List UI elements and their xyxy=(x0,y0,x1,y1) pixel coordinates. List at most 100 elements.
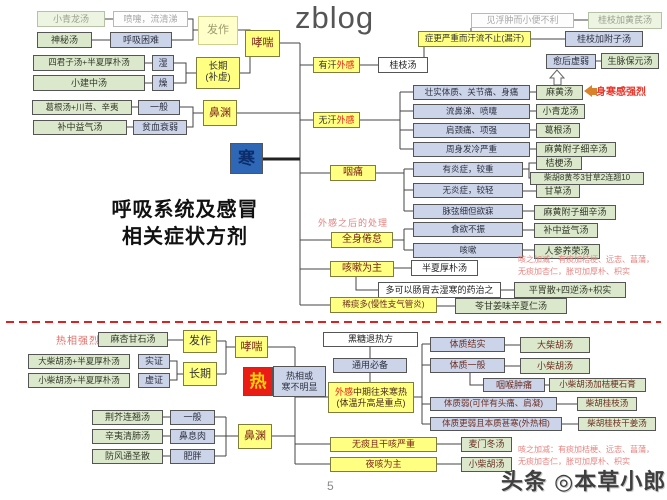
node-huxi-kunnan: 呼吸困难 xyxy=(110,32,172,48)
node-wu-yanzheng: 无炎症，较轻 xyxy=(413,183,523,198)
connector-42 xyxy=(523,162,536,170)
node-mahuang-fuzi-xixin-2: 麻黄附子细辛汤 xyxy=(534,205,616,220)
connector-7 xyxy=(174,73,187,84)
node-chaihu8-huangqin3: 柴胡8黄芩3甘草2连翘10 xyxy=(530,172,644,185)
node-liu-biti: 流鼻涕、喷嚏 xyxy=(413,104,530,119)
connector-12 xyxy=(180,106,203,114)
node-duokeyi-changwei: 多可以肠胃去湿寒的药治之 xyxy=(378,282,501,298)
node-tongyong-bibei: 通用必备 xyxy=(333,358,407,373)
node-yeke-weizhu: 夜咳为主 xyxy=(330,457,437,472)
node-tizhi-ruo: 体质弱(可伴有头痛、肩凝) xyxy=(430,397,557,411)
node-bixirou: 鼻息肉 xyxy=(170,429,215,444)
node-biyuan-top: 鼻渊 xyxy=(203,100,237,126)
node-dachaihu-banxia: 大柴胡汤+半夏厚朴汤 xyxy=(28,354,130,369)
node-xiaoqinglong-faded: 小青龙汤 xyxy=(37,11,105,27)
connector-13 xyxy=(187,113,194,128)
connector-62 xyxy=(170,360,183,375)
node-xiaoqinglong-2: 小青龙汤 xyxy=(536,104,585,119)
node-buzhongyiqi-2: 补中益气汤 xyxy=(534,223,598,238)
node-penti-liuqingti: 喷嚏，流清涕 xyxy=(113,11,188,27)
node-banxia-houpo: 半夏厚朴汤 xyxy=(411,260,478,276)
node-pingweisan-sini: 平胃散+四逆汤+枳实 xyxy=(514,282,626,298)
node-biyuan-2: 鼻渊 xyxy=(238,424,272,449)
node-you-yanzheng: 有炎症，较重 xyxy=(413,162,523,177)
node-xiaochaihu-3: 小柴胡汤 xyxy=(461,457,512,472)
node-louhan: 症更严重而汗流不止(漏汗) xyxy=(418,31,531,47)
annotation-ke-jiajian-2: 咳之加减：有痰加桔梗、远志、菖蒲， 无痰加杏仁，胀可加厚朴、枳实 xyxy=(518,445,654,466)
page-number: 5 xyxy=(327,479,334,493)
node-yiban-top: 一般 xyxy=(138,100,180,115)
node-changqi-buxu: 长期 (补虚) xyxy=(196,57,240,89)
node-fazuo-2: 发作 xyxy=(183,330,217,353)
node-jingjie-lianqiao: 荆芥连翘汤 xyxy=(92,410,163,425)
node-wuhan-waigan: 无汗外感 xyxy=(313,112,360,128)
node-renshen-yangrong: 人参养荣汤 xyxy=(534,244,600,259)
node-han-cold: 寒 xyxy=(230,143,263,174)
annotation-waigan-zhihou-chuzhi: 外感之后的处理 xyxy=(318,218,389,228)
diagram-title: 呼吸系统及感冒 相关症状方剂 xyxy=(111,199,259,248)
node-wutan-ganke: 无痰且干咳严重 xyxy=(330,437,437,452)
node-waigan-zhongqi: 外感中期往来寒热(体温升高是重点) xyxy=(328,382,414,413)
node-zhoushen-faleng: 周身发冷严重 xyxy=(413,142,530,157)
node-yiban-2: 一般 xyxy=(170,410,215,425)
node-xiaochaihu-banxia: 小柴胡汤+半夏厚朴汤 xyxy=(28,373,130,388)
node-jiegengtang: 桔梗汤 xyxy=(536,156,582,170)
node-mahuangtang: 麻黄汤 xyxy=(536,85,583,100)
node-fazuo-top: 发作 xyxy=(198,16,238,45)
connector-89 xyxy=(469,373,483,386)
node-chaihu-guizhi: 柴胡桂枝汤 xyxy=(577,397,637,411)
node-jianjing-tong: 肩颈痛、项强 xyxy=(413,123,530,138)
connector-63 xyxy=(170,374,178,381)
node-xuzheng: 虚证 xyxy=(138,373,170,388)
node-tizhi-gengruo: 体质更弱且本质甚寒(外热相) xyxy=(430,417,562,431)
recovery-up-arrow xyxy=(548,69,566,86)
node-fangfeng-tongsheng: 防风通圣散 xyxy=(92,449,163,464)
node-shengmai-baoyuan: 生脉保元汤 xyxy=(601,53,659,69)
connector-43 xyxy=(528,169,530,179)
node-yuhou-xuruo: 愈后虚弱 xyxy=(546,54,596,69)
node-guizhitang: 桂枝汤 xyxy=(378,57,428,73)
node-shenmi-tang: 神秘汤 xyxy=(37,32,92,48)
node-shizheng: 实证 xyxy=(138,354,170,369)
node-chaihu-guizhi-ganjiang: 柴胡桂枝干姜汤 xyxy=(578,417,656,431)
node-gegentang-2: 葛根汤 xyxy=(536,123,580,138)
node-dachaihu-2: 大柴胡汤 xyxy=(520,337,590,353)
connector-55 xyxy=(355,277,378,291)
node-rexiang-huo-han: 热相或 寒不明显 xyxy=(273,366,326,397)
node-xinyi-qingfei: 辛夷清肺汤 xyxy=(92,429,163,444)
node-tizhi-jieshi: 体质结实 xyxy=(430,337,505,352)
node-re-heat: 热 xyxy=(243,367,273,396)
strong-cold-arrow xyxy=(584,85,597,97)
node-xiaochuan-2: 哮喘 xyxy=(235,336,268,358)
node-zhuangshi-tizhi: 壮实体质、关节痛、身痛 xyxy=(413,85,530,100)
node-gegen-chuanxiong: 葛根汤+川芎、辛夷 xyxy=(32,100,132,115)
node-jian-fuzhong: 见浮肿而小便不利 xyxy=(471,13,574,28)
node-zao: 燥 xyxy=(152,75,174,91)
node-buzhongyiqi-1: 补中益气汤 xyxy=(33,120,127,135)
node-maixianxi: 脉弦细但欲寐 xyxy=(413,204,523,219)
node-guizhi-jia-fuzi: 桂枝加附子汤 xyxy=(565,31,643,47)
node-shi: 湿 xyxy=(152,55,174,71)
node-linggan-jiangwei: 苓甘姜味辛夏仁汤 xyxy=(455,298,567,314)
node-xiaochaihu-jiegeng-shigao: 小柴胡汤加桔梗石膏 xyxy=(549,378,646,392)
connector-6 xyxy=(174,62,196,74)
connector-2 xyxy=(172,30,194,41)
node-kesou: 咳嗽 xyxy=(413,243,523,258)
node-shiyu-buzhen: 食欲不振 xyxy=(413,222,523,237)
node-sijunzi-banxia: 四君子汤+半夏厚朴汤 xyxy=(33,55,145,71)
node-maxing-ganshi: 麻杏甘石汤 xyxy=(98,332,168,347)
node-youhan-waigan: 有汗外感 xyxy=(313,57,360,73)
node-xitanduo: 稀痰多(慢性支气管炎) xyxy=(330,297,437,313)
node-tizhi-yiban: 体质一般 xyxy=(430,358,505,373)
site-title[interactable]: zblog xyxy=(295,0,375,35)
node-xiaochaihu-2: 小柴胡汤 xyxy=(520,358,590,374)
watermark: 头条 ◎本草小郎中 xyxy=(501,469,667,494)
node-changqi-2: 长期 xyxy=(183,362,217,386)
node-kesou-weizhu: 咳嗽为主 xyxy=(330,261,394,277)
node-yantong: 咽痛 xyxy=(330,165,376,181)
node-feipang: 肥胖 xyxy=(170,449,215,464)
node-guizhi-jia-huangqi: 桂枝加黄芪汤 xyxy=(588,12,662,29)
node-xiaochuan-top: 哮喘 xyxy=(245,30,280,57)
connector-1 xyxy=(188,18,198,31)
node-gancaotang: 甘草汤 xyxy=(536,184,580,198)
